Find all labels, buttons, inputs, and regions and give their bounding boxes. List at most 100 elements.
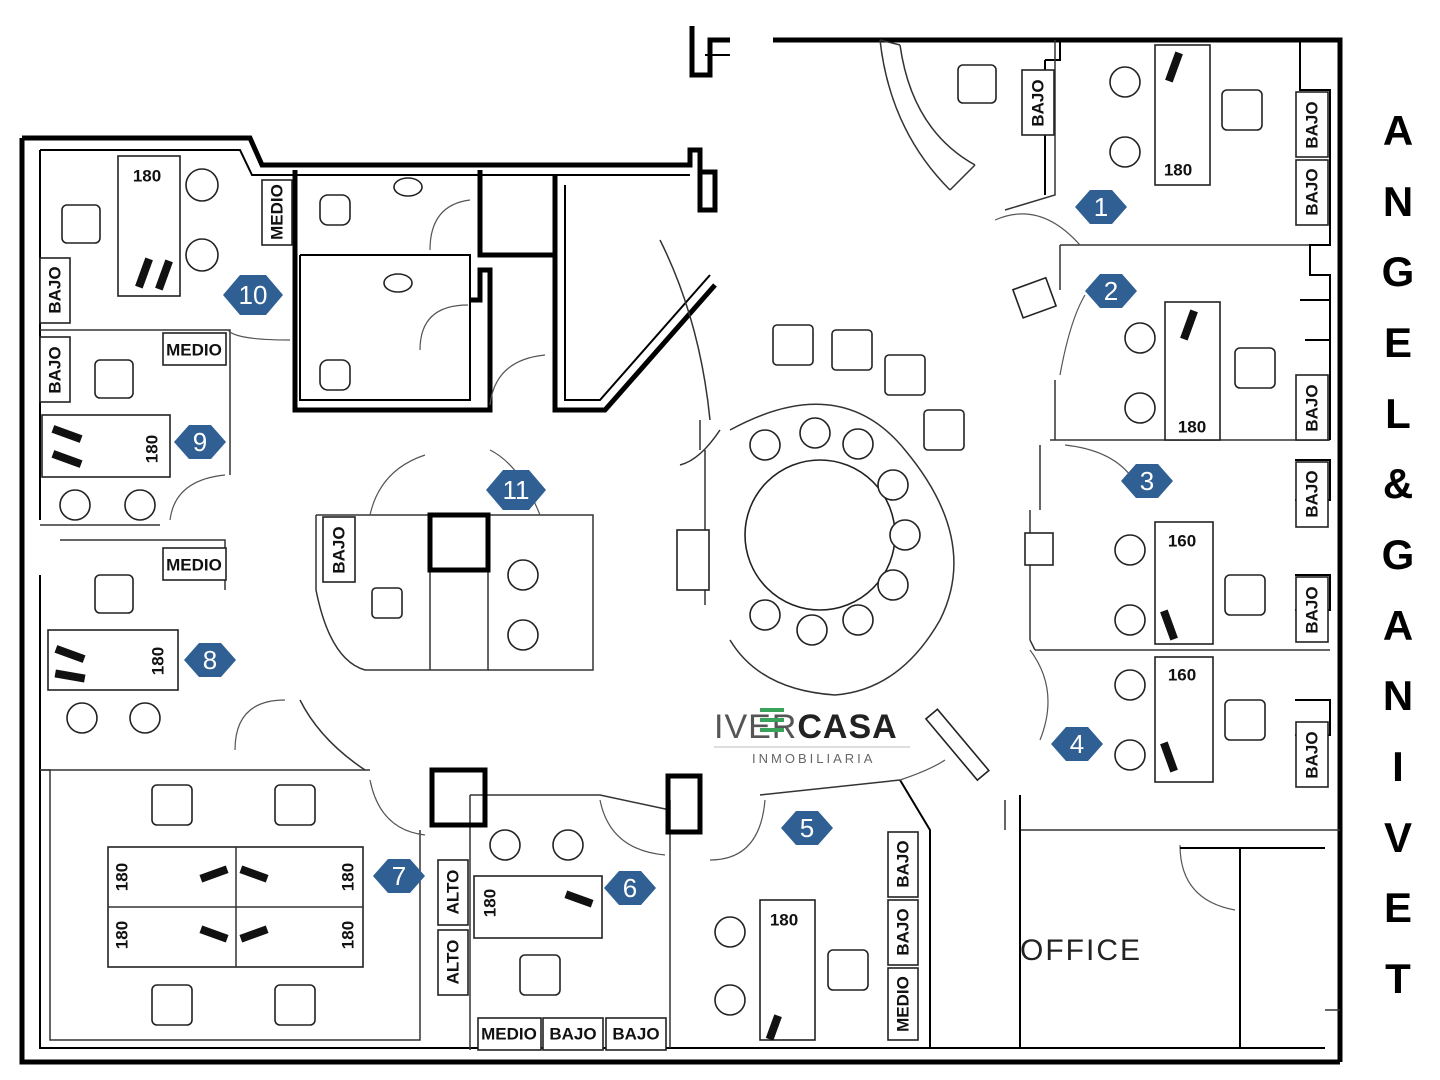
chair-icon bbox=[507, 559, 539, 591]
cabinet-bajo bbox=[39, 336, 71, 403]
room-badge-10: 10 bbox=[223, 275, 283, 315]
agency-letter: G bbox=[1381, 530, 1415, 578]
brand-name-part1: IVERCASA bbox=[714, 708, 898, 746]
chair-icon bbox=[1124, 392, 1156, 424]
desk-size-label: 180 bbox=[149, 647, 168, 675]
room-badge-9: 9 bbox=[174, 425, 226, 459]
desk-size-label: 180 bbox=[1164, 161, 1192, 180]
agency-letter: A bbox=[1382, 107, 1414, 154]
desk bbox=[1154, 656, 1214, 783]
chair-icon bbox=[1124, 322, 1156, 354]
chair-icon bbox=[1109, 66, 1141, 98]
chair-icon bbox=[519, 954, 561, 996]
brand-mark bbox=[760, 708, 784, 712]
office-label: OFFICE bbox=[1020, 934, 1142, 967]
chair-icon bbox=[1234, 347, 1276, 389]
room-badge-11: 11 bbox=[486, 470, 546, 510]
cabinet-label: BAJO bbox=[612, 1025, 659, 1044]
desk-size-label: 180 bbox=[133, 167, 161, 186]
chair-icon bbox=[552, 829, 584, 861]
chair-icon bbox=[714, 984, 746, 1016]
cabinet-label: MEDIO bbox=[268, 184, 287, 240]
chairs bbox=[59, 64, 1276, 1026]
agency-letter: L bbox=[1385, 389, 1411, 437]
column-box bbox=[1011, 276, 1058, 319]
desk-size-label: 180 bbox=[113, 921, 132, 949]
chair-icon bbox=[772, 324, 814, 366]
chair-icon bbox=[1114, 739, 1146, 771]
chair-icon bbox=[124, 489, 156, 521]
brand-logo: IVERCASA INMOBILIARIA bbox=[714, 708, 910, 766]
svg-text:11: 11 bbox=[503, 475, 530, 505]
agency-letter: E bbox=[1383, 318, 1412, 366]
chair-icon bbox=[842, 604, 874, 636]
desk-size-label: 180 bbox=[339, 863, 358, 891]
desk-size-label: 180 bbox=[143, 435, 162, 463]
chair-icon bbox=[274, 984, 316, 1026]
cabinet-label: MEDIO bbox=[481, 1025, 537, 1044]
cabinet-label: ALTO bbox=[444, 870, 463, 915]
room-badge-6: 6 bbox=[604, 871, 656, 905]
chair-icon bbox=[1114, 534, 1146, 566]
toilet-icon bbox=[319, 194, 351, 226]
cabinet-label: BAJO bbox=[46, 266, 65, 313]
desk bbox=[117, 155, 181, 297]
column-box bbox=[1024, 532, 1054, 566]
chair-icon bbox=[1224, 574, 1266, 616]
cabinet-medio bbox=[477, 1017, 542, 1051]
cabinet-label: MEDIO bbox=[166, 341, 222, 360]
restroom-block bbox=[292, 170, 717, 413]
svg-text:3: 3 bbox=[1140, 466, 1154, 496]
cabinet-label: MEDIO bbox=[166, 556, 222, 575]
toilet-icon bbox=[319, 359, 351, 391]
chair-icon bbox=[827, 949, 869, 991]
cabinet-label: BAJO bbox=[1303, 384, 1322, 431]
cabinet-label: BAJO bbox=[1303, 470, 1322, 517]
cabinet-label: BAJO bbox=[1303, 586, 1322, 633]
cabinets: BAJO MEDIO BAJO MEDIO MEDIO BAJO ALTO AL… bbox=[39, 69, 1329, 1051]
chair-icon bbox=[129, 702, 161, 734]
svg-text:1: 1 bbox=[1094, 192, 1108, 222]
chair-icon bbox=[66, 702, 98, 734]
agency-letter: & bbox=[1382, 460, 1414, 508]
chair-icon bbox=[185, 238, 219, 272]
svg-text:7: 7 bbox=[392, 861, 406, 891]
chair-icon bbox=[61, 204, 101, 244]
chair-icon bbox=[749, 429, 781, 461]
chair-icon bbox=[923, 409, 965, 451]
chair-icon bbox=[274, 784, 316, 826]
room-badge-4: 4 bbox=[1051, 727, 1103, 761]
chair-icon bbox=[831, 329, 873, 371]
agency-letter: T bbox=[1385, 954, 1411, 1002]
agency-letter: E bbox=[1383, 884, 1412, 932]
chair-icon bbox=[877, 569, 909, 601]
chair-icon bbox=[749, 599, 781, 631]
cabinet-label: BAJO bbox=[1303, 168, 1322, 215]
cabinet-bajo bbox=[1021, 69, 1055, 136]
cabinet-label: MEDIO bbox=[894, 976, 913, 1032]
chair-icon bbox=[1114, 669, 1146, 701]
chair-icon bbox=[1221, 89, 1263, 131]
chair-icon bbox=[94, 574, 134, 614]
cabinet-bajo bbox=[39, 257, 71, 324]
desk bbox=[473, 875, 603, 939]
brand-mark bbox=[760, 718, 784, 722]
room-badge-1: 1 bbox=[1075, 190, 1127, 224]
room-badge-5: 5 bbox=[781, 811, 833, 845]
desk-size-label: 160 bbox=[1168, 666, 1196, 685]
lobby bbox=[659, 39, 1031, 640]
chair-icon bbox=[59, 489, 91, 521]
chair-icon bbox=[714, 916, 746, 948]
chair-icon bbox=[877, 469, 909, 501]
agency-letter: V bbox=[1383, 813, 1412, 861]
chair-icon bbox=[889, 519, 921, 551]
agency-letter: A bbox=[1382, 601, 1414, 649]
cabinet-alto bbox=[437, 859, 469, 926]
desk-size-label: 180 bbox=[113, 863, 132, 891]
chair-icon bbox=[842, 428, 874, 460]
chair-icon bbox=[1109, 136, 1141, 168]
cabinet-bajo bbox=[1295, 91, 1329, 158]
left-partitions bbox=[40, 329, 426, 1041]
chair-icon bbox=[957, 64, 997, 104]
